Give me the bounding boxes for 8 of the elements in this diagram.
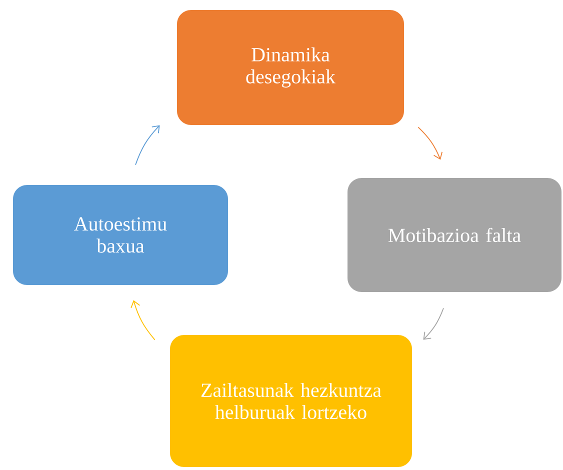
arrow bbox=[423, 308, 444, 340]
arrow bbox=[418, 126, 443, 160]
arrow bbox=[135, 125, 160, 166]
process-box: Motibazioa falta bbox=[348, 178, 562, 292]
process-box: Autoestimu baxua bbox=[13, 184, 228, 285]
arrow bbox=[130, 300, 156, 340]
process-box: Zailtasunak hezkuntza helburuak lortzeko bbox=[170, 334, 412, 467]
process-box: Dinamika desegokiak bbox=[177, 10, 404, 125]
